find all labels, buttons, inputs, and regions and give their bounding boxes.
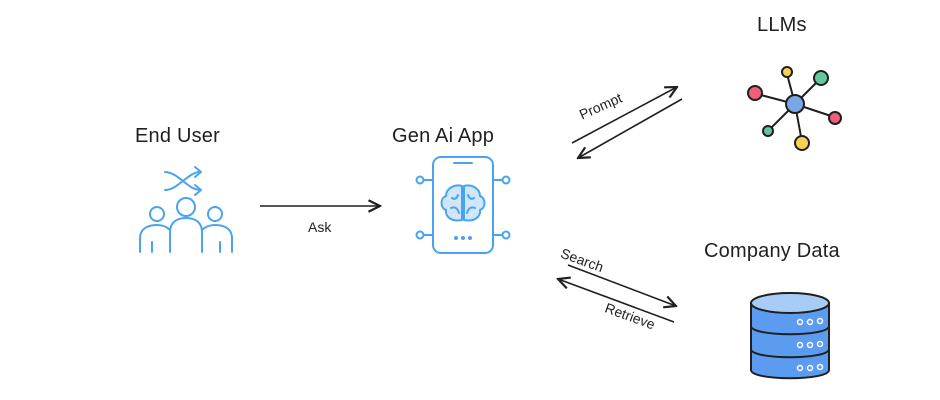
phone-frame — [432, 156, 494, 254]
person-body-center — [169, 217, 203, 253]
retrieve-arrow — [558, 279, 675, 323]
search-arrow — [567, 264, 676, 306]
database-icon — [750, 292, 830, 380]
end-user-icon — [139, 166, 233, 253]
llm-network-icon — [747, 66, 842, 151]
shuffle-icon — [164, 166, 202, 196]
brain-icon — [440, 184, 486, 222]
prompt-arrow — [571, 87, 677, 144]
llm-response-arrow — [578, 98, 683, 158]
gen-ai-app-icon — [415, 156, 511, 254]
company-data-label: Company Data — [704, 240, 840, 262]
ask-edge-label: Ask — [308, 219, 332, 235]
gen-ai-app-label: Gen Ai App — [392, 125, 495, 147]
llms-label: LLMs — [757, 14, 807, 36]
person-head-center — [176, 197, 196, 217]
end-user-label: End User — [135, 125, 220, 147]
hub-node — [785, 94, 805, 114]
